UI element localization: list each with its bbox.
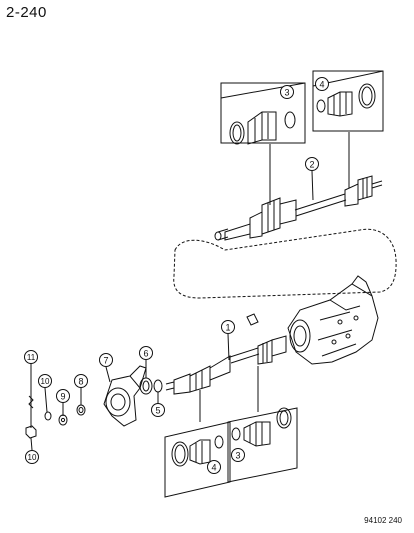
svg-text:11: 11 xyxy=(27,353,36,362)
svg-text:3: 3 xyxy=(235,451,240,461)
svg-text:2: 2 xyxy=(309,160,314,170)
svg-text:10: 10 xyxy=(41,377,50,386)
callout-5: 5 xyxy=(151,403,165,417)
nut-10-lower xyxy=(25,425,37,439)
upper-halfshaft xyxy=(214,132,383,241)
callout-10-lower: 10 xyxy=(25,450,39,464)
cotter-pin-11 xyxy=(28,365,34,428)
callout-9: 9 xyxy=(56,389,70,403)
svg-text:6: 6 xyxy=(143,349,148,359)
callout-3-lower: 3 xyxy=(231,448,245,462)
svg-text:10: 10 xyxy=(28,453,37,462)
page-number: 2-240 xyxy=(6,4,47,21)
callout-2: 2 xyxy=(305,157,319,171)
upper-inner-boot-kit xyxy=(220,82,306,145)
transaxle-housing xyxy=(287,275,379,365)
figure-code: 94102 240 xyxy=(364,516,402,525)
callout-1: 1 xyxy=(221,320,235,334)
svg-text:1: 1 xyxy=(225,323,230,333)
svg-text:9: 9 xyxy=(60,392,65,402)
callout-11: 11 xyxy=(24,350,38,364)
svg-text:5: 5 xyxy=(155,406,160,416)
callout-4-upper: 4 xyxy=(315,77,329,91)
svg-text:4: 4 xyxy=(319,80,324,90)
svg-text:4: 4 xyxy=(211,463,216,473)
hub-seal xyxy=(139,377,163,395)
dashed-outline xyxy=(173,228,397,299)
callout-3-upper: 3 xyxy=(280,85,294,99)
callout-7: 7 xyxy=(99,353,113,367)
lower-inner-boot-kit xyxy=(227,407,298,483)
callout-4-lower: 4 xyxy=(207,460,221,474)
svg-text:8: 8 xyxy=(78,377,83,387)
nut-lock-10 xyxy=(44,411,52,421)
callout-8: 8 xyxy=(74,374,88,388)
steering-knuckle xyxy=(103,365,147,427)
callout-10-upper: 10 xyxy=(38,374,52,388)
svg-text:7: 7 xyxy=(103,356,108,366)
callout-leaders xyxy=(30,360,159,451)
nut-9 xyxy=(58,414,68,426)
retaining-clip xyxy=(246,313,259,326)
callout-6: 6 xyxy=(139,346,153,360)
lower-outer-boot-kit xyxy=(164,421,231,498)
svg-text:3: 3 xyxy=(284,88,289,98)
lower-halfshaft xyxy=(165,333,287,422)
washer-8 xyxy=(76,404,86,416)
